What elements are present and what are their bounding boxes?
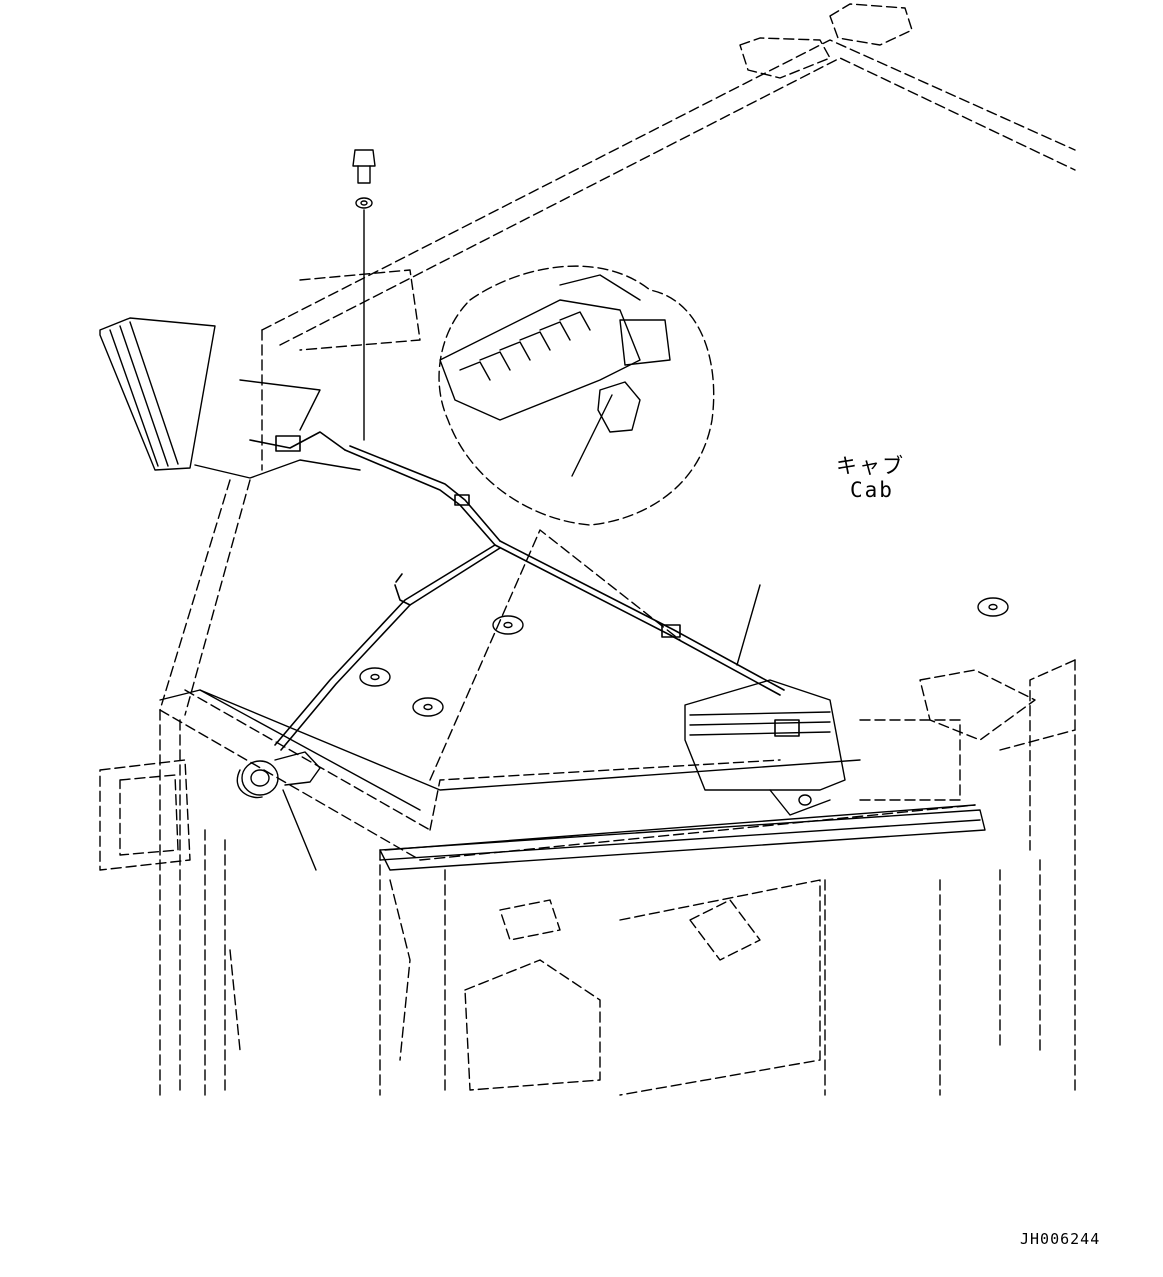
leader-lines: [282, 394, 761, 871]
right-speaker: [684, 679, 846, 816]
mount-disc: [412, 697, 444, 717]
lower-connector: [236, 751, 321, 799]
bolt-shank: [357, 165, 371, 184]
drawing-code: JH006244: [1020, 1230, 1101, 1248]
left-speaker: [99, 317, 361, 479]
cab-label-japanese: キャブ: [836, 454, 905, 478]
cab-label-english: Cab: [850, 478, 894, 502]
connector: [275, 435, 301, 452]
mount-disc: [492, 615, 524, 635]
roof-panel: [199, 597, 1009, 871]
mount-disc: [977, 597, 1009, 617]
bolt-assembly: [352, 149, 376, 441]
roof-frame: [261, 3, 1076, 851]
clip: [454, 494, 470, 506]
detail-bubble: [438, 265, 715, 526]
wiring-harness[interactable]: [249, 431, 800, 751]
bolt-head: [352, 149, 376, 167]
mount-disc: [359, 667, 391, 687]
washer: [355, 197, 373, 209]
front-bar: [159, 689, 981, 861]
connector: [774, 719, 800, 737]
clip: [661, 624, 681, 638]
cab-pillars: [99, 479, 1076, 1096]
detail-connector: [597, 381, 641, 433]
